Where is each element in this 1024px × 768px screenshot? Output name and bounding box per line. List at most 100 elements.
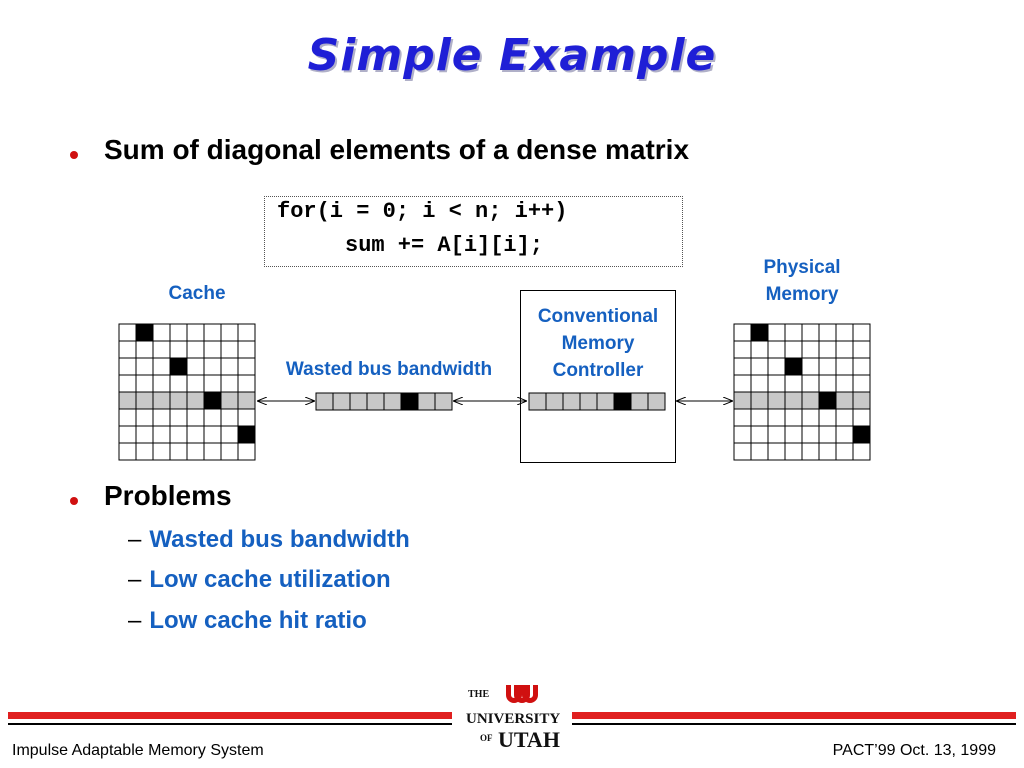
matrix-cell xyxy=(733,408,752,427)
line-cell xyxy=(596,392,615,411)
matrix-cell xyxy=(852,340,871,359)
cache-matrix-grid xyxy=(118,323,256,461)
matrix-cell xyxy=(818,442,837,461)
slide-title: Simple Example xyxy=(307,30,717,81)
footer-red-line-left xyxy=(8,712,452,719)
matrix-cell xyxy=(750,323,769,342)
matrix-cell xyxy=(733,357,752,376)
sub-bullet-low-hit-ratio: –Low cache hit ratio xyxy=(128,607,367,634)
bullet-problems: Problems xyxy=(104,480,232,511)
footer-right-text: PACT’99 Oct. 13, 1999 xyxy=(832,742,996,759)
matrix-cell xyxy=(135,442,154,461)
matrix-cell xyxy=(750,442,769,461)
dash-icon: – xyxy=(128,566,142,593)
matrix-cell xyxy=(220,323,239,342)
code-block: for(i = 0; i < n; i++) sum += A[i][i]; xyxy=(264,196,683,267)
matrix-cell xyxy=(220,374,239,393)
code-line-2: sum += A[i][i]; xyxy=(345,233,544,258)
matrix-cell xyxy=(733,391,752,410)
memory-label-line-2: Memory xyxy=(765,284,839,305)
matrix-cell xyxy=(237,357,256,376)
matrix-cell xyxy=(801,374,820,393)
line-cell xyxy=(383,392,402,411)
matrix-cell xyxy=(801,323,820,342)
matrix-cell xyxy=(852,408,871,427)
matrix-cell xyxy=(835,357,854,376)
matrix-cell xyxy=(750,374,769,393)
matrix-cell xyxy=(767,340,786,359)
matrix-cell xyxy=(220,408,239,427)
matrix-cell xyxy=(750,408,769,427)
matrix-cell xyxy=(818,374,837,393)
university-of-utah-logo: THE UNIVERSITY OF UTAH xyxy=(466,683,560,763)
matrix-cell xyxy=(203,391,222,410)
matrix-cell xyxy=(801,442,820,461)
line-cell xyxy=(562,392,581,411)
matrix-cell xyxy=(835,391,854,410)
physical-memory-label: Physical Memory xyxy=(740,254,864,308)
matrix-cell xyxy=(237,442,256,461)
matrix-cell xyxy=(733,340,752,359)
memory-controller-box xyxy=(520,290,676,463)
matrix-cell xyxy=(203,442,222,461)
matrix-cell xyxy=(118,374,137,393)
matrix-cell xyxy=(118,408,137,427)
matrix-cell xyxy=(852,425,871,444)
bullet-sum-diagonal: Sum of diagonal elements of a dense matr… xyxy=(104,134,690,165)
matrix-cell xyxy=(186,323,205,342)
matrix-cell xyxy=(186,374,205,393)
matrix-cell xyxy=(767,442,786,461)
matrix-cell xyxy=(767,425,786,444)
matrix-cell xyxy=(237,340,256,359)
line-cell xyxy=(400,392,419,411)
matrix-cell xyxy=(186,425,205,444)
matrix-cell xyxy=(169,340,188,359)
line-cell xyxy=(528,392,547,411)
matrix-cell xyxy=(835,323,854,342)
matrix-cell xyxy=(152,374,171,393)
controller-line-strip xyxy=(528,392,666,411)
matrix-cell xyxy=(237,408,256,427)
sub-bullet-low-utilization: –Low cache utilization xyxy=(128,566,391,593)
footer-black-line-left xyxy=(8,723,452,725)
matrix-cell xyxy=(835,408,854,427)
matrix-cell xyxy=(237,323,256,342)
matrix-cell xyxy=(784,357,803,376)
matrix-cell xyxy=(784,340,803,359)
matrix-cell xyxy=(733,442,752,461)
matrix-cell xyxy=(733,323,752,342)
line-cell xyxy=(434,392,453,411)
matrix-cell xyxy=(152,323,171,342)
line-cell xyxy=(579,392,598,411)
matrix-cell xyxy=(801,340,820,359)
matrix-cell xyxy=(835,425,854,444)
matrix-cell xyxy=(152,408,171,427)
memory-label-line-1: Physical xyxy=(763,257,841,278)
matrix-cell xyxy=(852,374,871,393)
matrix-cell xyxy=(818,323,837,342)
matrix-cell xyxy=(169,374,188,393)
matrix-cell xyxy=(784,425,803,444)
matrix-cell xyxy=(186,340,205,359)
footer-left-text: Impulse Adaptable Memory System xyxy=(12,742,264,759)
controller-label-line-1: Conventional xyxy=(537,306,659,327)
matrix-cell xyxy=(220,442,239,461)
matrix-cell xyxy=(801,357,820,376)
matrix-cell xyxy=(767,408,786,427)
bullet-dot xyxy=(70,497,78,505)
matrix-cell xyxy=(220,357,239,376)
matrix-cell xyxy=(733,425,752,444)
controller-label-line-2: Memory xyxy=(561,333,635,354)
code-line-1: for(i = 0; i < n; i++) xyxy=(277,199,568,224)
matrix-cell xyxy=(118,425,137,444)
matrix-cell xyxy=(750,340,769,359)
matrix-cell xyxy=(135,425,154,444)
matrix-cell xyxy=(169,357,188,376)
dash-icon: – xyxy=(128,526,142,553)
matrix-cell xyxy=(784,323,803,342)
matrix-cell xyxy=(203,374,222,393)
line-cell xyxy=(332,392,351,411)
matrix-cell xyxy=(135,374,154,393)
matrix-cell xyxy=(835,442,854,461)
matrix-cell xyxy=(818,340,837,359)
